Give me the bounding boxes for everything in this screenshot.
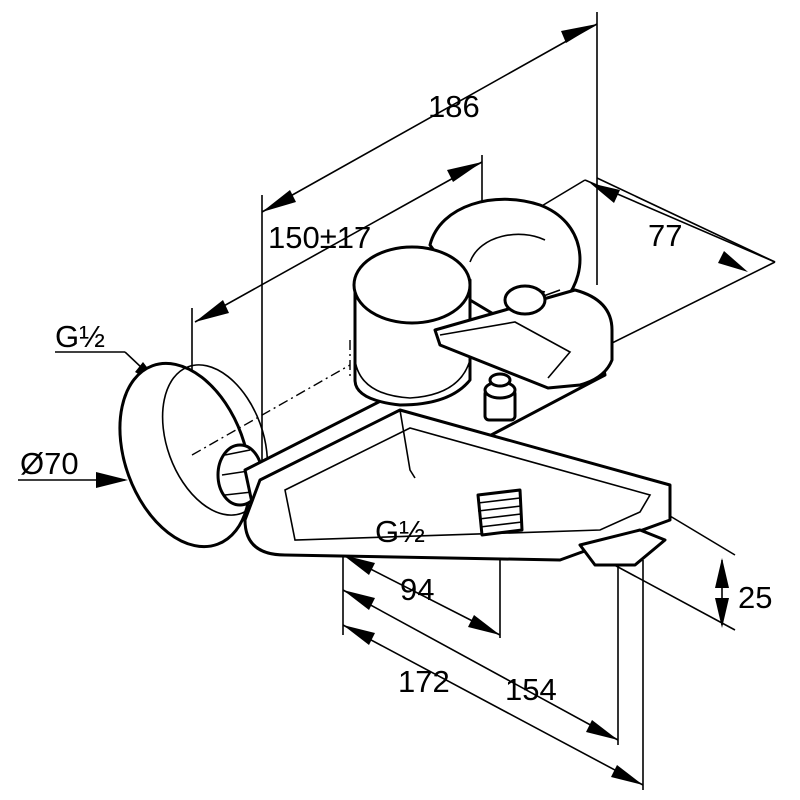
dim-outlet-offset: 94: [400, 572, 434, 607]
dim-rosette-diameter: Ø70: [20, 446, 79, 481]
spout: [243, 408, 672, 562]
dim-depth: 77: [648, 218, 682, 253]
dim-spout-height: 25: [738, 580, 772, 615]
dim-spout-reach-outer: 172: [398, 664, 450, 699]
dim-connection-spacing: 150±17: [268, 220, 371, 255]
outlet-thread: [476, 488, 524, 537]
dim-spout-reach-inner: 154: [505, 672, 557, 707]
spout-outlet: [578, 528, 667, 567]
lever-handle: [433, 288, 614, 390]
cartridge-cap: [352, 245, 472, 325]
dim-thread-left: G½: [55, 319, 105, 354]
mixer-body: [118, 197, 672, 567]
dim-thread-outlet: G½: [375, 514, 425, 549]
center-lines: [191, 340, 351, 456]
left-rosette: [118, 361, 252, 549]
right-connection-nut: [503, 284, 547, 316]
dim-overall-width: 186: [428, 89, 480, 124]
dimension-labels: 186 150±17 77 G½ Ø70 G½ 94 25 172 154: [20, 89, 772, 707]
